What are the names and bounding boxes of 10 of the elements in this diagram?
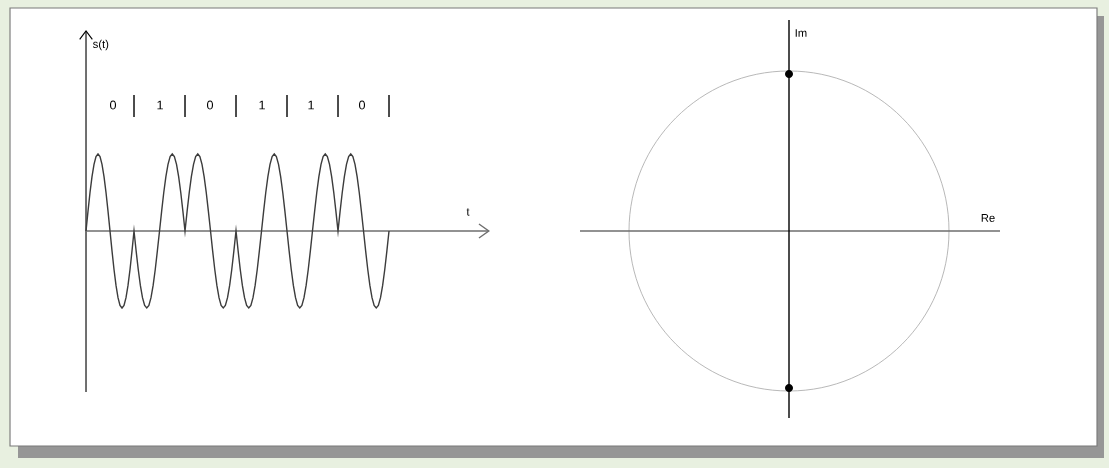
axis-label: Re (981, 214, 995, 222)
axis-label: s(t) (93, 39, 109, 51)
bit-label: 1 (259, 100, 265, 110)
bit-label: 1 (308, 100, 314, 110)
axis-label: Im (795, 29, 807, 37)
bit-label: 0 (206, 100, 214, 110)
bit-label: 1 (157, 100, 163, 110)
axis-label: t (466, 208, 470, 216)
bit-label: 0 (109, 100, 117, 110)
bit-label: 0 (358, 100, 366, 110)
